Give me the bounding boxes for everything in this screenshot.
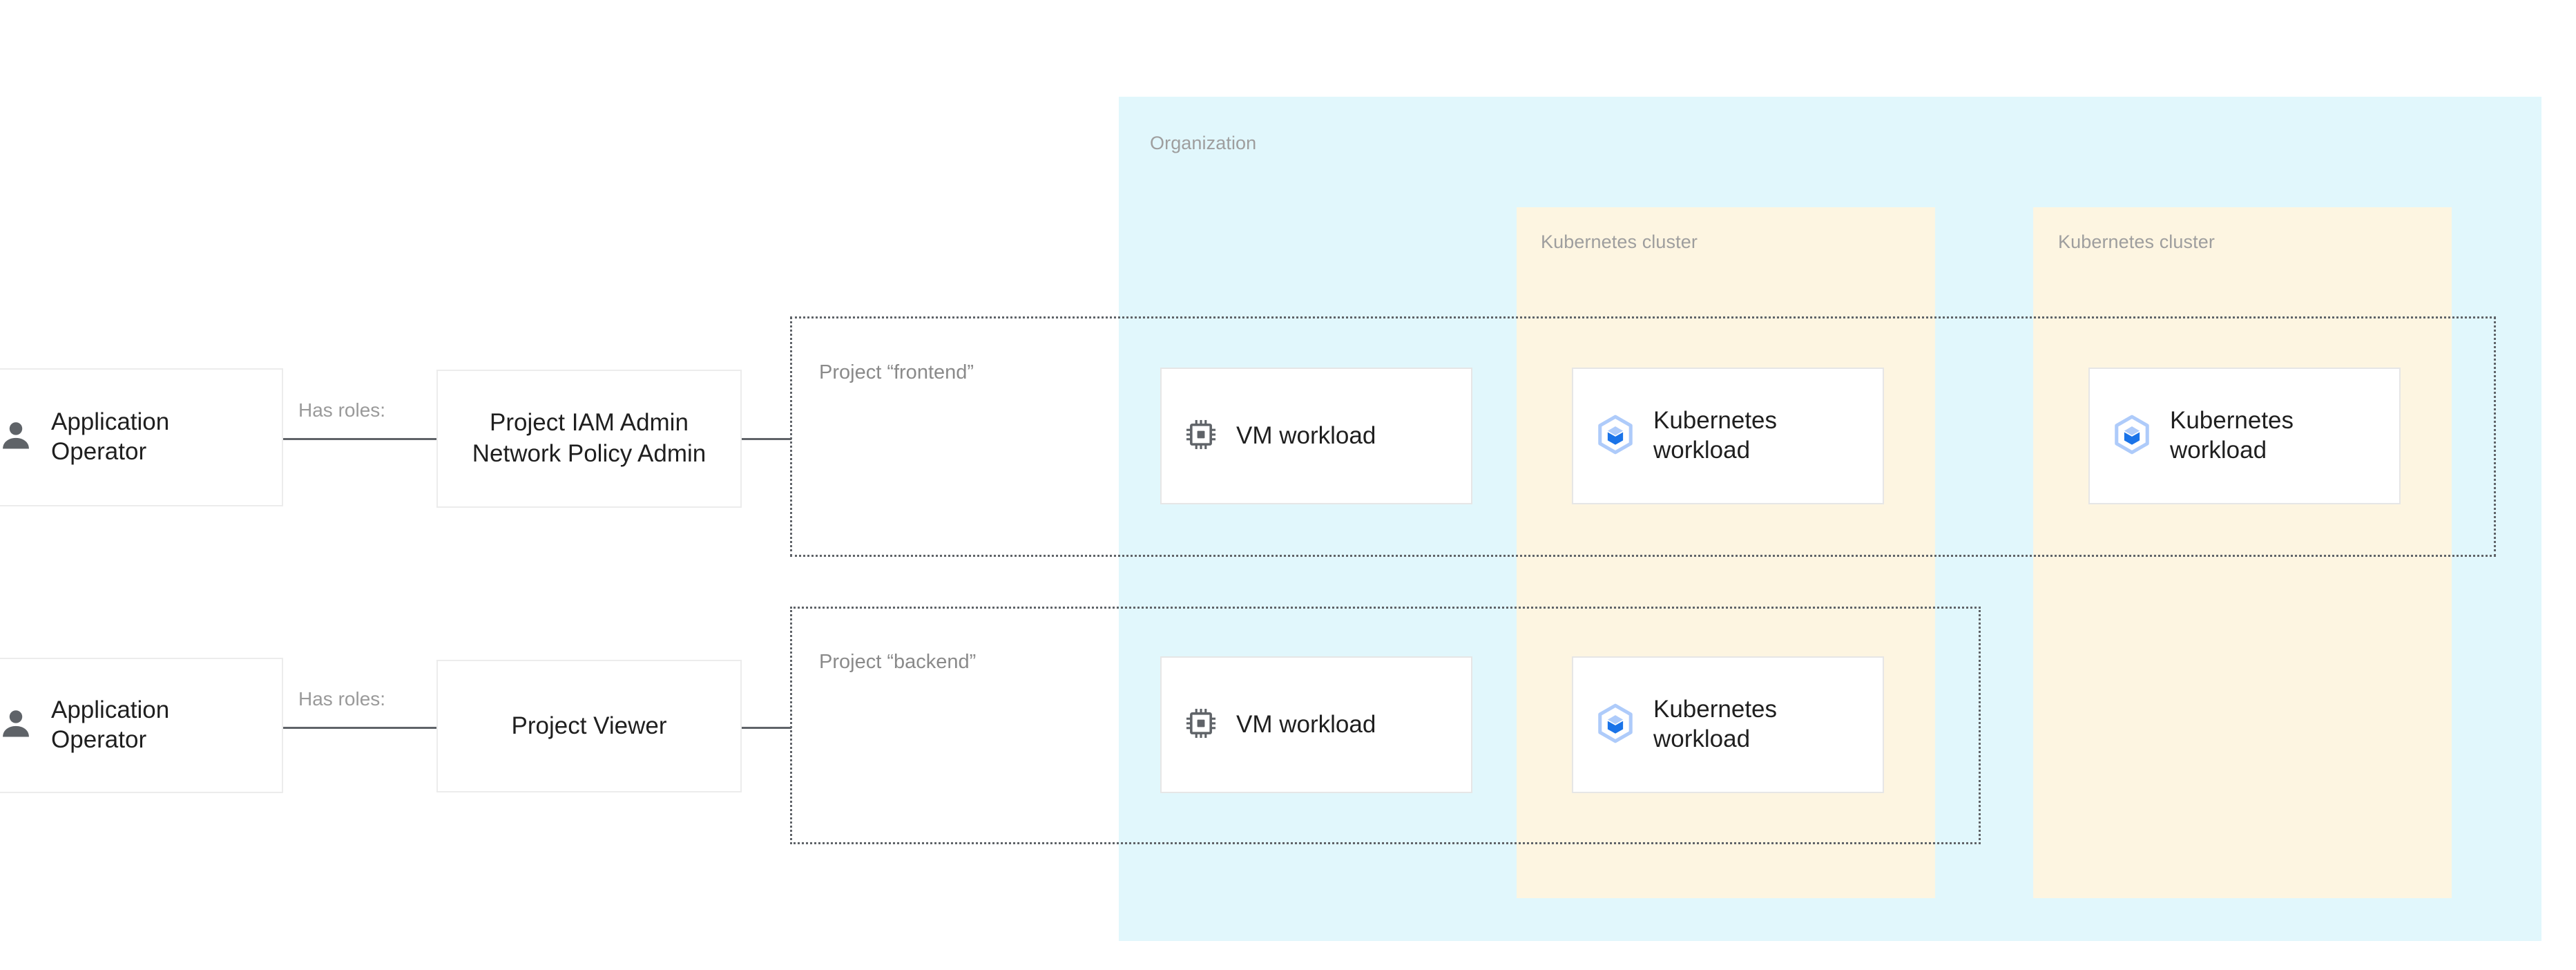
actor-box-application-operator-1[interactable]: Application Operator — [0, 368, 283, 506]
edge-label-has-roles-2: Has roles: — [298, 688, 386, 710]
workload-card-kubernetes-frontend-cluster2[interactable]: Kubernetes workload — [2088, 368, 2401, 504]
kubernetes-icon — [1595, 415, 1635, 458]
kubernetes-cluster-1-label: Kubernetes cluster — [1541, 231, 1698, 252]
kubernetes-icon — [2112, 415, 2152, 458]
person-icon — [0, 705, 35, 746]
workload-label: VM workload — [1236, 710, 1376, 738]
organization-label: Organization — [1150, 133, 1257, 153]
cpu-chip-icon — [1184, 706, 1218, 744]
project-frontend-label: Project “frontend” — [819, 361, 974, 383]
workload-card-vm-backend[interactable]: VM workload — [1160, 656, 1472, 793]
role-box-project-iam-admin-network-policy-admin[interactable]: Project IAM Admin Network Policy Admin — [436, 370, 742, 508]
connector-role1-to-project-frontend — [742, 438, 791, 440]
workload-card-kubernetes-frontend-cluster1[interactable]: Kubernetes workload — [1572, 368, 1884, 504]
actor-label: Application Operator — [51, 408, 170, 465]
edge-label-has-roles-1: Has roles: — [298, 399, 386, 421]
connector-actor2-to-role2 — [283, 727, 436, 729]
workload-card-kubernetes-backend-cluster1[interactable]: Kubernetes workload — [1572, 656, 1884, 793]
project-frontend-boundary — [790, 316, 2496, 557]
role-label: Project Viewer — [511, 712, 667, 739]
workload-card-vm-frontend[interactable]: VM workload — [1160, 368, 1472, 504]
role-box-project-viewer[interactable]: Project Viewer — [436, 660, 742, 792]
workload-label: Kubernetes workload — [1653, 407, 1778, 464]
workload-label: Kubernetes workload — [2170, 407, 2294, 464]
actor-label: Application Operator — [51, 696, 170, 753]
connector-role2-to-project-backend — [742, 727, 791, 729]
connector-actor1-to-role1 — [283, 438, 436, 440]
person-icon — [0, 417, 35, 458]
project-backend-label: Project “backend” — [819, 651, 977, 673]
kubernetes-cluster-2-container — [2033, 207, 2452, 898]
kubernetes-cluster-2-label: Kubernetes cluster — [2058, 231, 2215, 252]
actor-box-application-operator-2[interactable]: Application Operator — [0, 658, 283, 793]
kubernetes-icon — [1595, 703, 1635, 747]
workload-label: Kubernetes workload — [1653, 696, 1778, 752]
cpu-chip-icon — [1184, 417, 1218, 455]
project-backend-boundary — [790, 607, 1981, 844]
workload-label: VM workload — [1236, 421, 1376, 449]
role-label: Project IAM Admin Network Policy Admin — [472, 409, 707, 467]
